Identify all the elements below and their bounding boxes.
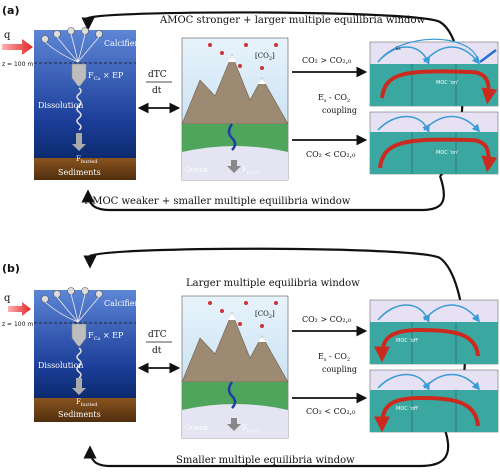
ocean-column bbox=[34, 30, 136, 158]
svg-text:MOC 'off': MOC 'off' bbox=[396, 338, 419, 344]
ocean-label: Ocean bbox=[185, 166, 208, 174]
calcifier-circle bbox=[53, 30, 61, 38]
friver-label-b: Friver bbox=[242, 424, 260, 434]
export-funnel-b bbox=[71, 323, 87, 347]
top-arrow-label: AMOC stronger + larger multiple equilibr… bbox=[159, 15, 425, 26]
calcifier-circle bbox=[81, 27, 89, 35]
coupling-word: coupling bbox=[322, 106, 357, 115]
co2-molecules bbox=[208, 43, 278, 70]
bottom-feedback-arrow bbox=[81, 175, 446, 212]
q-label-b: q bbox=[4, 293, 11, 304]
svg-text:MOC 'on': MOC 'on' bbox=[436, 80, 458, 86]
calcifier-circle bbox=[67, 27, 75, 35]
river-b bbox=[227, 381, 237, 409]
dtc-label-b: dTC bbox=[148, 330, 167, 340]
buried-arrow-b bbox=[72, 378, 86, 395]
sinking-spring-b bbox=[76, 347, 82, 379]
calcifier-circle bbox=[95, 30, 103, 38]
q-forcing-arrow bbox=[2, 39, 33, 55]
sediments-label: Sediments bbox=[58, 168, 101, 177]
calcifiers-label-b: Calcifiers bbox=[104, 299, 143, 308]
dtc-label: dTC bbox=[148, 70, 167, 80]
depth-label: z = 100 m bbox=[2, 61, 33, 68]
export-funnel bbox=[71, 63, 87, 87]
sinking-spring bbox=[76, 87, 82, 131]
fca-label: FCa × EP bbox=[88, 71, 124, 82]
river-flux-arrow bbox=[227, 160, 241, 173]
moc-box-upper-b: MOC 'off' bbox=[369, 299, 499, 365]
river-flux-arrow-b bbox=[227, 418, 241, 431]
mountains-b bbox=[181, 312, 289, 383]
fca-label-b: FCa × EP bbox=[88, 331, 124, 342]
coupling-label-b: Es - CO2 bbox=[318, 352, 350, 363]
bottom-arrow-label: AMOC weaker + smaller multiple equilibri… bbox=[84, 196, 351, 207]
panel-a-label: (a) bbox=[2, 4, 19, 17]
bottom-arrow-label-b: Smaller multiple equilibria window bbox=[176, 455, 355, 466]
panel-b-label: (b) bbox=[2, 262, 20, 275]
calcifiers-label: Calcifiers bbox=[104, 39, 143, 48]
depth-label-b: z = 100 m bbox=[2, 321, 33, 328]
top-arrow-label-b: Larger multiple equilibria window bbox=[186, 278, 360, 289]
river bbox=[227, 123, 237, 151]
co2-molecules-b bbox=[208, 301, 278, 328]
dissolution-label: Dissolution bbox=[38, 101, 83, 110]
co2-box-label-b: [CO2] bbox=[255, 310, 275, 320]
calcifiers-group-b bbox=[41, 287, 103, 323]
moc-box-upper: MOC 'on' Es bbox=[369, 38, 499, 107]
svg-text:Es: Es bbox=[396, 46, 401, 51]
fburied-label: Fburied bbox=[76, 155, 98, 165]
co2-lt-label-b: CO₂ < CO₂,₀ bbox=[306, 407, 355, 416]
q-label: q bbox=[4, 30, 11, 41]
dissolution-label-b: Dissolution bbox=[38, 361, 83, 370]
sediments-label-b: Sediments bbox=[58, 410, 101, 419]
panel-a: (a) AMOC stronger + larger multiple equi… bbox=[2, 4, 499, 212]
moc-box-lower: MOC 'on' bbox=[369, 111, 499, 175]
ocean-label-b: Ocean bbox=[185, 424, 208, 432]
co2-gt-label: CO₂ > CO₂,₀ bbox=[302, 56, 351, 65]
buried-arrow bbox=[72, 133, 86, 151]
bottom-feedback-arrow-b bbox=[83, 429, 450, 468]
coupling-word-b: coupling bbox=[322, 365, 357, 374]
co2-gt-label-b: CO₂ > CO₂,₀ bbox=[302, 315, 351, 324]
panel-b: (b) Larger multiple equilibria window Sm… bbox=[2, 247, 499, 468]
mountains bbox=[181, 54, 289, 125]
sediment-layer-b bbox=[34, 398, 136, 422]
sediment-layer bbox=[34, 158, 136, 180]
dt-label-b: dt bbox=[152, 346, 162, 356]
co2-box-label: [CO2] bbox=[255, 52, 275, 62]
svg-text:MOC 'on': MOC 'on' bbox=[436, 150, 458, 156]
dt-label: dt bbox=[152, 86, 162, 96]
calcifiers-group bbox=[41, 27, 103, 63]
snow-caps bbox=[228, 55, 266, 84]
friver-label: Friver bbox=[242, 166, 260, 176]
calcifier-circle bbox=[41, 35, 49, 43]
fburied-label-b: Fburied bbox=[76, 398, 98, 408]
moc-box-lower-b: MOC 'off' bbox=[369, 369, 499, 433]
q-forcing-arrow-b bbox=[8, 302, 31, 316]
coupling-label: Es - CO2 bbox=[318, 93, 350, 104]
svg-text:MOC 'off': MOC 'off' bbox=[396, 406, 419, 412]
co2-lt-label: CO₂ < CO₂,₀ bbox=[306, 150, 355, 159]
ocean-column-b bbox=[34, 290, 136, 398]
